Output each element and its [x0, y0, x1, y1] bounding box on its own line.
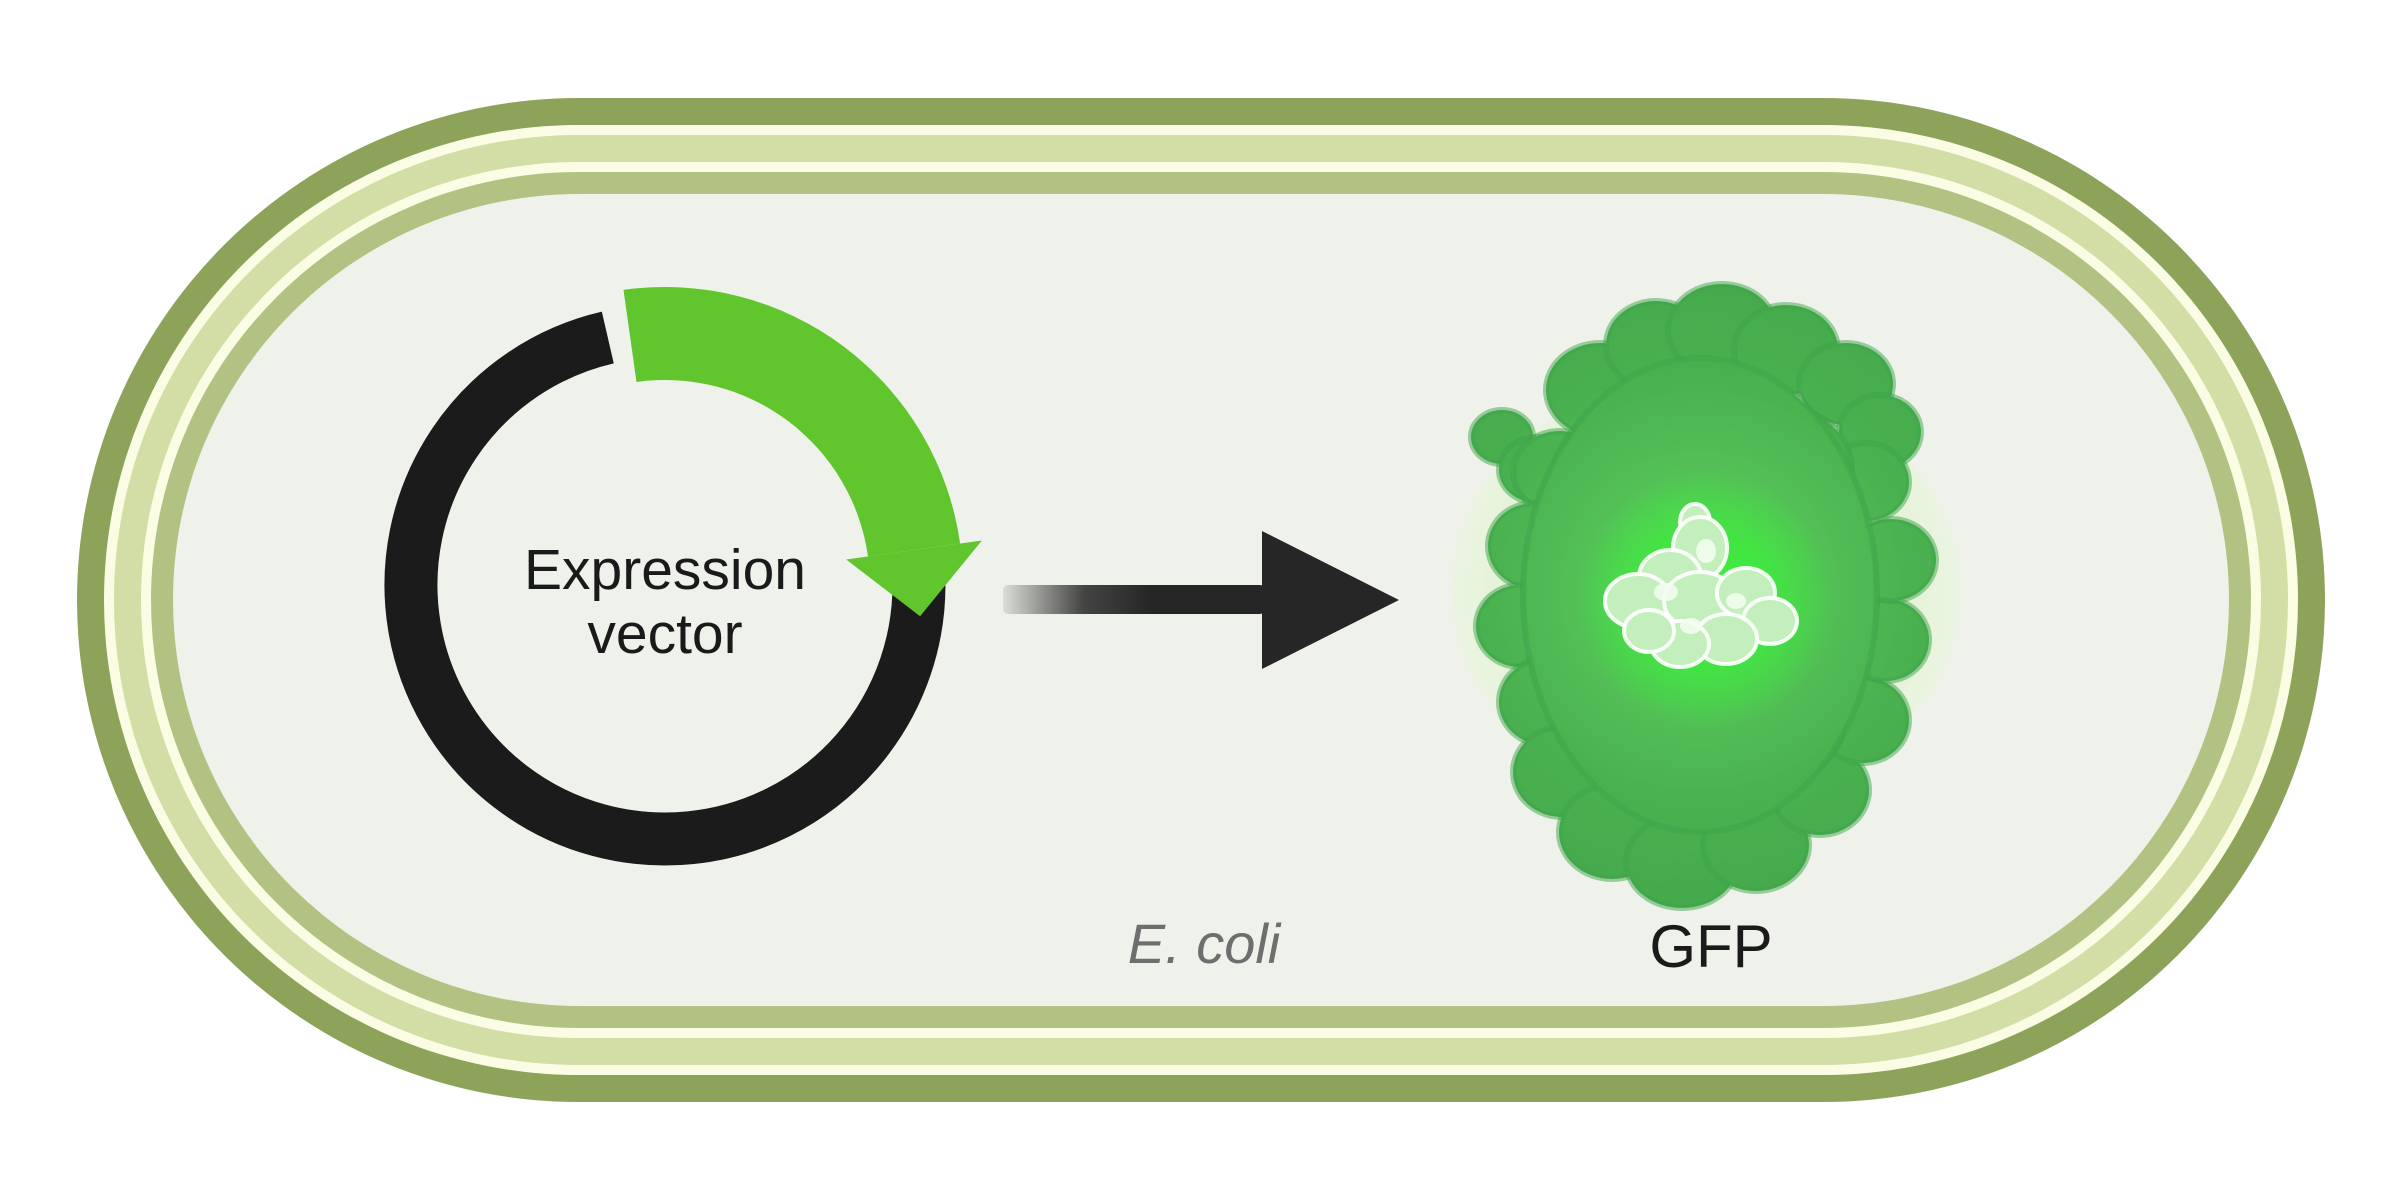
plasmid-ring-icon: [384, 286, 982, 866]
transfer-arrowhead: [1262, 531, 1399, 669]
insert-arrowhead: [846, 540, 982, 617]
transfer-arrow-icon: [1003, 531, 1399, 669]
insert-arc-arrow-icon: [623, 286, 982, 617]
gfp-cluster-highlights: [1654, 539, 1746, 634]
insert-arc: [623, 286, 961, 557]
transfer-arrow-shaft: [1003, 585, 1265, 614]
expression-vector-label: Expression vector: [524, 538, 806, 666]
gfp-protein-blob-icon: [1451, 281, 1961, 911]
ecoli-label: E. coli: [1127, 912, 1281, 975]
plasmid-backbone: [384, 311, 946, 866]
gfp-label: GFP: [1649, 913, 1773, 980]
